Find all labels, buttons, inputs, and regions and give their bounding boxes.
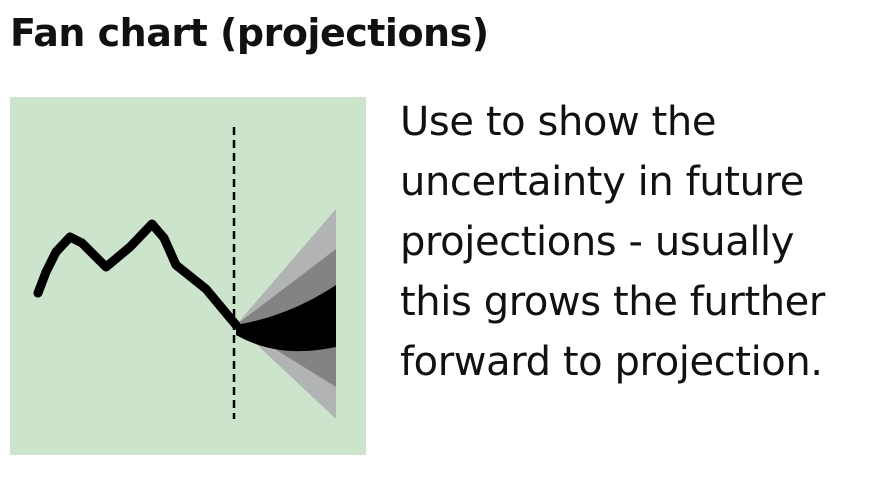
page-title: Fan chart (projections) [10, 11, 489, 55]
fan-chart-thumbnail [10, 97, 366, 455]
description: Use to show the uncertainty in future pr… [400, 92, 880, 392]
fan-band-inner [236, 285, 336, 352]
fan-chart-icon [10, 97, 366, 455]
description-line: uncertainty in future [400, 159, 804, 205]
description-line: Use to show the [400, 99, 717, 145]
description-line: projections - usually [400, 219, 795, 265]
description-line: forward to projection. [400, 339, 823, 385]
historical-line [33, 219, 241, 330]
description-line: this grows the further [400, 279, 825, 325]
